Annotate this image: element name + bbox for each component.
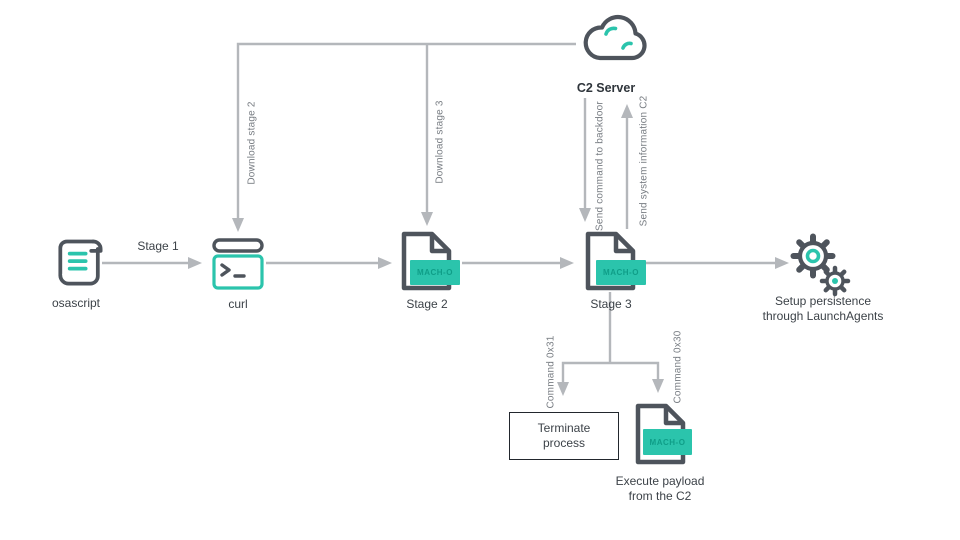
terminate-process-box: Terminate process	[509, 412, 619, 460]
persistence-label: Setup persistence through LaunchAgents	[762, 294, 884, 323]
edge-download-stage2	[232, 42, 576, 232]
macho-badge: MACH-O	[643, 429, 692, 455]
stage2-label: Stage 2	[406, 297, 448, 311]
edge-label-stage1: Stage 1	[137, 239, 179, 253]
edge-label-download-stage2: Download stage 2	[246, 101, 258, 185]
terminate-process-label-line1: Terminate	[537, 421, 591, 435]
c2-server-label: C2 Server	[576, 81, 636, 95]
edge-command-0x30	[610, 361, 664, 393]
gears-icon	[788, 233, 852, 298]
scroll-icon	[58, 239, 103, 286]
terminate-process-label-line2: process	[542, 436, 586, 450]
cloud-icon	[583, 14, 647, 61]
osascript-label: osascript	[51, 296, 101, 310]
terminal-icon	[212, 238, 264, 290]
curl-label: curl	[228, 297, 248, 311]
edge-label-download-stage3: Download stage 3	[434, 100, 446, 184]
edge-label-command-0x31: Command 0x31	[545, 335, 557, 409]
edge-label-send-sysinfo: Send system information C2	[638, 95, 650, 227]
macho-badge: MACH-O	[596, 260, 646, 285]
edge-label-command-0x30: Command 0x30	[672, 330, 684, 404]
edge-label-send-command: Send command to backdoor	[594, 101, 606, 231]
edge-command-0x31	[557, 361, 610, 396]
execute-payload-label: Execute payload from the C2	[615, 474, 705, 503]
stage3-label: Stage 3	[590, 297, 632, 311]
macho-badge: MACH-O	[410, 260, 460, 285]
